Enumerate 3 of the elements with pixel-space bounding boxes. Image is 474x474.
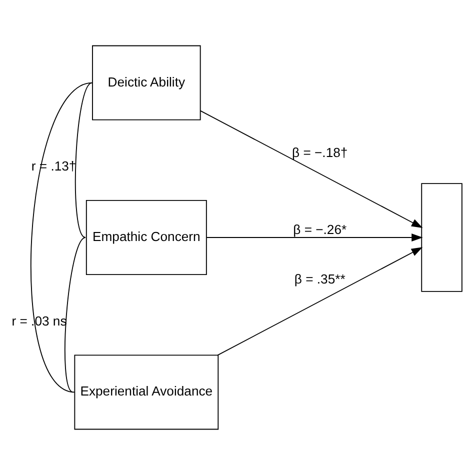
edge-label: β = −.18† <box>292 144 348 160</box>
edge-label: β = .35** <box>294 271 346 286</box>
edge-label: β = −.26* <box>293 221 347 236</box>
